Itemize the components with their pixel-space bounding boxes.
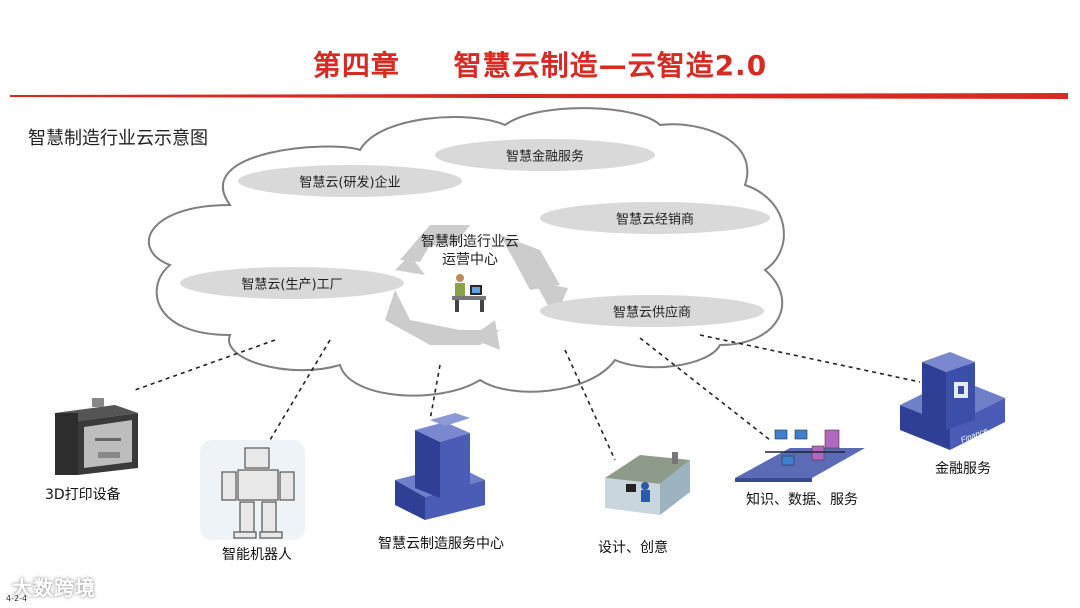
pill-label-rnd: 智慧云(研发)企业 bbox=[299, 172, 400, 191]
pill-label-dealer: 智慧云经销商 bbox=[616, 209, 694, 228]
center-label-line1: 智慧制造行业云 bbox=[405, 233, 535, 251]
node-label-robot: 智能机器人 bbox=[222, 544, 292, 564]
node-label-3d-printer: 3D打印设备 bbox=[45, 484, 121, 504]
node-label-knowledge: 知识、数据、服务 bbox=[746, 489, 858, 509]
node-label-design: 设计、创意 bbox=[598, 537, 668, 557]
network-icon bbox=[735, 430, 865, 482]
pill-label-supplier: 智慧云供应商 bbox=[613, 302, 691, 321]
pill-label-factory: 智慧云(生产)工厂 bbox=[241, 274, 342, 293]
node-label-service-center: 智慧云制造服务中心 bbox=[378, 533, 504, 553]
pill-label-finance: 智慧金融服务 bbox=[506, 146, 584, 165]
center-label-line2: 运营中心 bbox=[405, 251, 535, 269]
center-label: 智慧制造行业云 运营中心 bbox=[405, 233, 535, 269]
design-house-icon bbox=[605, 452, 690, 515]
page-number: 4-2-4 bbox=[6, 594, 27, 603]
3d-printer-icon bbox=[55, 398, 138, 475]
service-center-building-icon bbox=[395, 413, 485, 520]
finance-building-icon: Finance bbox=[900, 352, 1005, 450]
robot-icon bbox=[200, 440, 305, 540]
node-label-finance: 金融服务 bbox=[935, 458, 991, 478]
